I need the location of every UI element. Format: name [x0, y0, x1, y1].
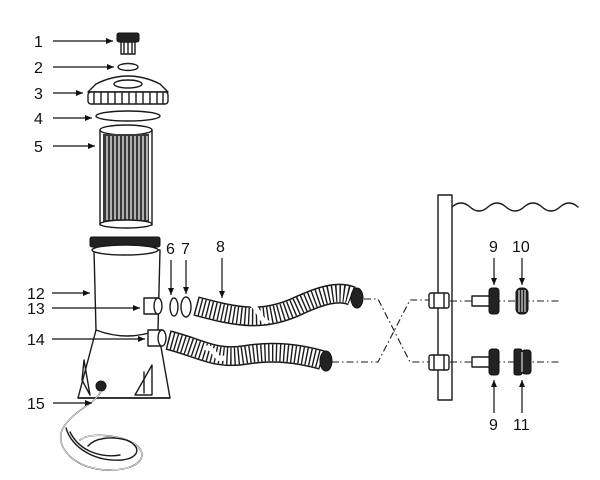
- part-label-14: 14: [27, 332, 45, 349]
- leader-arrows: [52, 38, 525, 413]
- hose-washer: [169, 297, 179, 317]
- lower-hose: [165, 330, 333, 372]
- strainer-grid: [515, 287, 529, 315]
- jet-nozzle: [513, 348, 532, 376]
- part-label-3: 3: [34, 86, 43, 103]
- wall-fitting-lower: [428, 354, 450, 371]
- housing-o-ring: [95, 110, 161, 122]
- pump-filter-housing: [77, 236, 171, 399]
- power-cord: [59, 390, 143, 471]
- lower-hose-connector: [147, 329, 167, 347]
- wall-fitting-upper: [428, 292, 450, 309]
- strainer-nut-upper: [471, 287, 500, 315]
- part-label-10: 10: [512, 239, 530, 256]
- part-label-9-upper: 9: [489, 239, 498, 256]
- upper-hose: [193, 283, 364, 327]
- filter-housing-cover: [87, 75, 169, 105]
- o-ring: [117, 62, 139, 72]
- part-label-5: 5: [34, 139, 43, 156]
- strainer-nut-lower: [471, 348, 500, 376]
- part-label-11: 11: [513, 417, 530, 434]
- upper-hose-connector: [143, 297, 163, 315]
- part-label-1: 1: [34, 34, 43, 51]
- part-label-4: 4: [34, 111, 43, 128]
- flow-lines: [332, 298, 560, 363]
- part-label-15: 15: [27, 396, 45, 413]
- part-label-13: 13: [27, 301, 45, 318]
- part-label-9-lower: 9: [489, 417, 498, 434]
- part-label-2: 2: [34, 60, 43, 77]
- part-label-7: 7: [181, 241, 190, 258]
- water-surface: [451, 202, 579, 212]
- hose-clamp-ring: [180, 296, 192, 318]
- part-label-8: 8: [216, 239, 225, 256]
- filter-cartridge: [99, 124, 153, 229]
- part-label-12: 12: [27, 286, 45, 303]
- air-release-valve: [116, 32, 140, 55]
- part-label-6: 6: [166, 241, 175, 258]
